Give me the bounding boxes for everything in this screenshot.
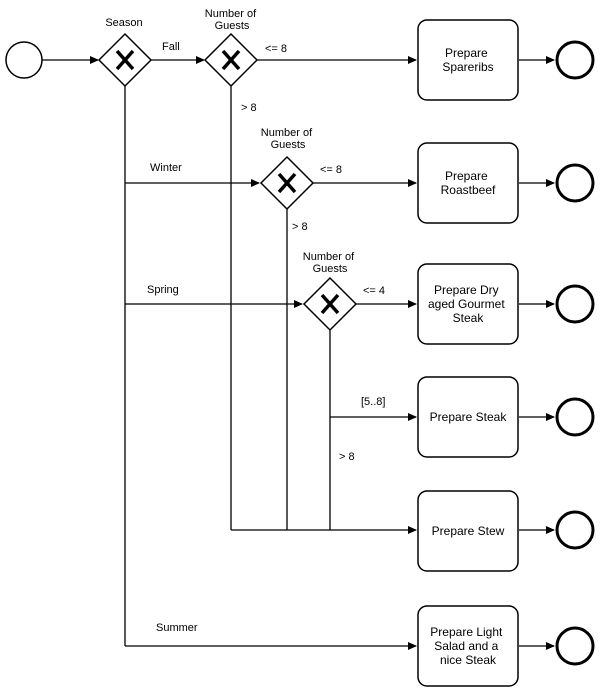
start-event[interactable] [5, 41, 43, 79]
flow-label-summer: Summer [156, 622, 198, 634]
task-label-line: Roastbeef [441, 183, 496, 197]
flow-label-spring-le4: <= 4 [363, 285, 385, 297]
end-event-gourmet-steak[interactable] [555, 284, 595, 324]
svg-text:Prepare Spareribs: Prepare Spareribs [442, 46, 493, 74]
end-event-steak[interactable] [555, 397, 595, 437]
task-label-line: Prepare Dry [434, 283, 499, 297]
task-label-line: aged Gourmet [428, 297, 505, 311]
gateway-season[interactable] [97, 32, 153, 88]
task-label-line: Prepare [445, 169, 488, 183]
task-label-line: Salad and a [434, 639, 498, 653]
task-label-line: Prepare Steak [430, 410, 508, 424]
task-label-line: Steak [453, 311, 485, 325]
task-label-line: Spareribs [442, 60, 493, 74]
task-prepare-roastbeef[interactable]: Prepare Roastbeef [417, 142, 519, 224]
flow-label-spring-5to8: [5..8] [361, 396, 385, 408]
task-prepare-stew[interactable]: Prepare Stew [417, 490, 519, 572]
end-event-stew[interactable] [555, 510, 595, 550]
flow-label-fall-gt8: > 8 [241, 102, 257, 114]
end-event-roastbeef[interactable] [555, 163, 595, 203]
end-event-salad[interactable] [555, 626, 595, 666]
flow-label-winter-gt8: > 8 [292, 221, 308, 233]
svg-text:Prepare Steak: Prepare Steak [430, 410, 508, 424]
gateway-label-season: Season [105, 17, 142, 29]
flow-label-fall: Fall [162, 41, 180, 53]
sequence-flows [42, 56, 555, 650]
gateway-label-guests-winter: Number of Guests [261, 127, 315, 151]
flow-label-spring: Spring [147, 284, 179, 296]
task-label-line: Prepare [445, 46, 488, 60]
end-event-spareribs[interactable] [555, 40, 595, 80]
task-label-line: Prepare Light [430, 625, 503, 639]
gateway-guests-fall[interactable] [203, 32, 259, 88]
flow-label-fall-le8: <= 8 [265, 43, 287, 55]
task-prepare-gourmet-steak[interactable]: Prepare Dry aged Gourmet Steak [417, 263, 519, 345]
svg-text:Prepare Light Salad and: Prepare Light Salad and a nice Steak [430, 625, 505, 667]
task-label-line: nice Steak [440, 653, 497, 667]
flow-label-spring-gt8: > 8 [339, 451, 355, 463]
gateway-guests-winter[interactable] [259, 155, 315, 211]
gateway-label-guests-spring: Number of Guests [303, 251, 357, 275]
gateway-label-guests-fall: Number of Guests [205, 8, 259, 32]
task-label-line: Prepare Stew [432, 524, 505, 538]
svg-text:Prepare Stew: Prepare Stew [432, 524, 505, 538]
svg-text:Prepare Roastbeef: Prepare Roastbeef [441, 169, 496, 197]
flow-label-winter-le8: <= 8 [320, 164, 342, 176]
task-prepare-salad[interactable]: Prepare Light Salad and a nice Steak [417, 605, 519, 687]
task-prepare-steak[interactable]: Prepare Steak [417, 376, 519, 458]
task-prepare-spareribs[interactable]: Prepare Spareribs [417, 19, 519, 101]
gateway-guests-spring[interactable] [302, 276, 358, 332]
svg-text:Prepare Dry aged Gourmet: Prepare Dry aged Gourmet Steak [428, 283, 508, 325]
flow-label-winter: Winter [150, 162, 182, 174]
